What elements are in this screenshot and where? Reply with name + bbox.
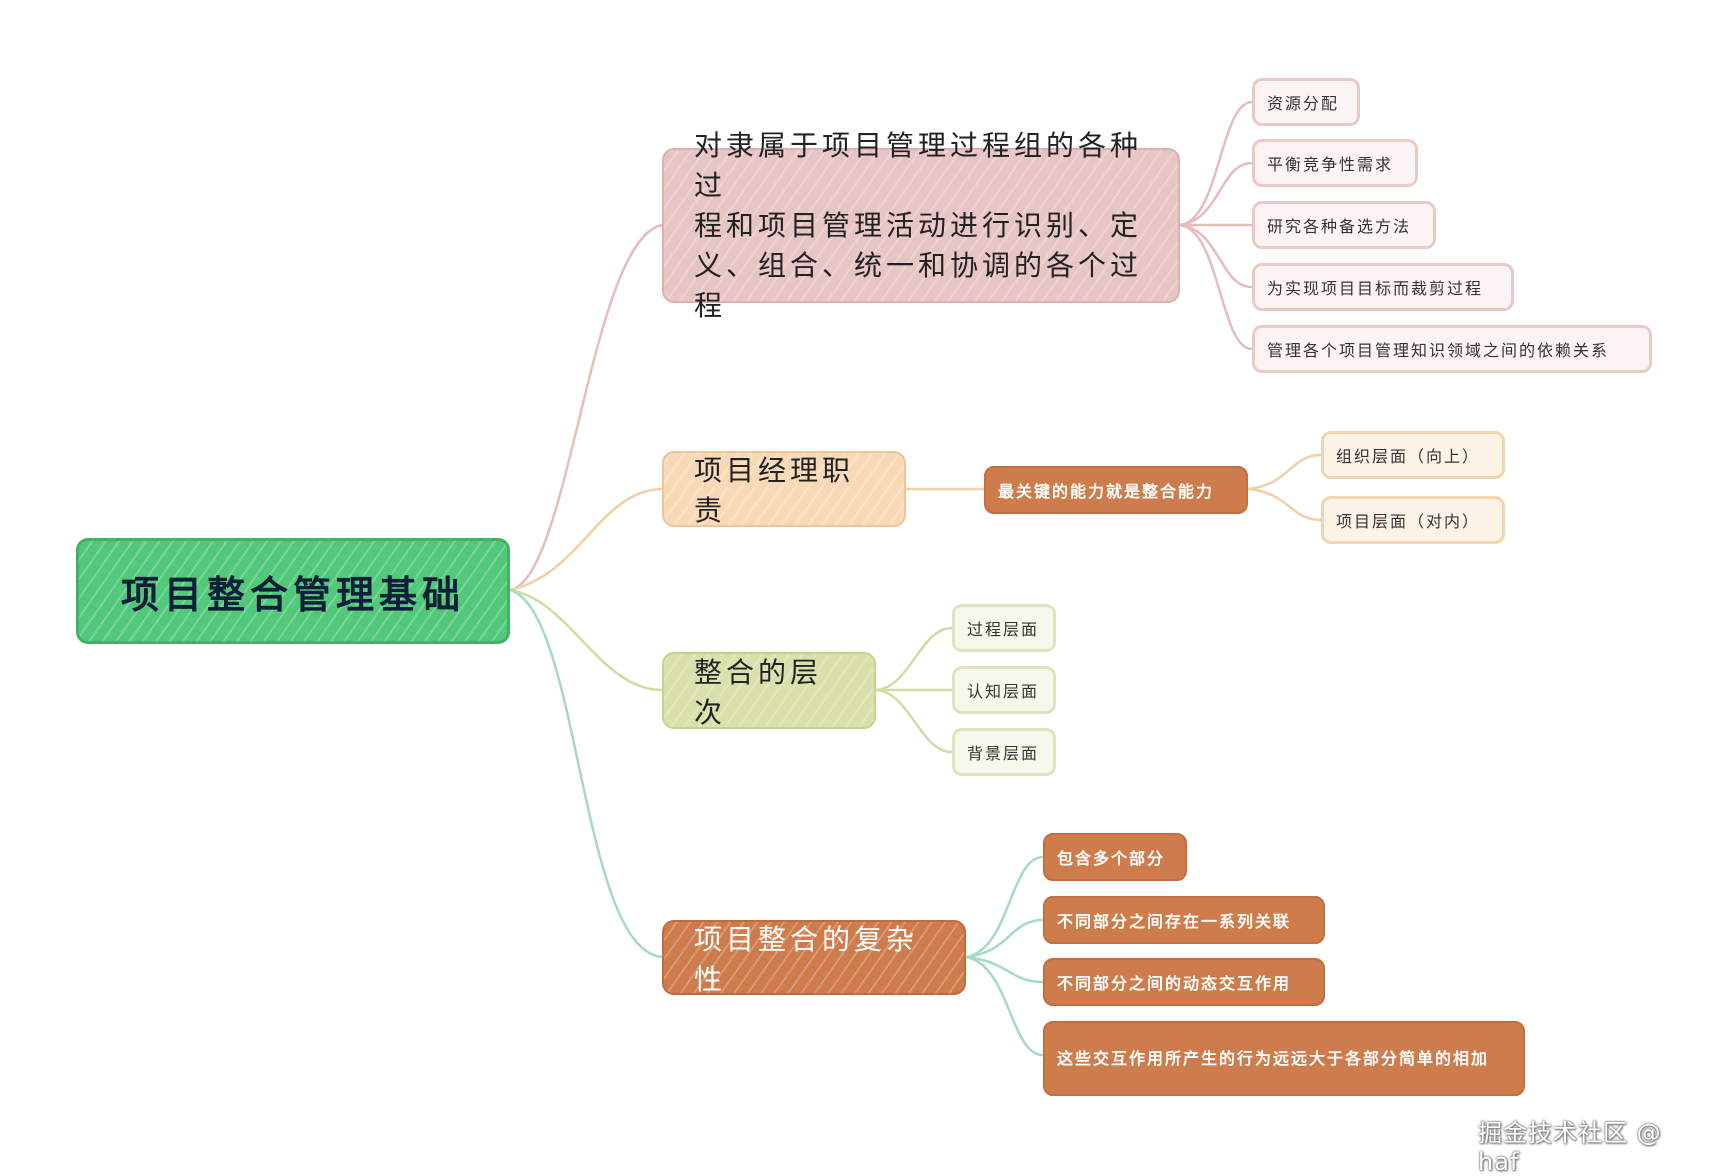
leaf-label: 组织层面（向上） — [1336, 447, 1481, 466]
leaf-label: 平衡竞争性需求 — [1267, 155, 1394, 174]
leaf-label: 研究各种备选方法 — [1267, 217, 1412, 236]
leaf-manage-dependencies[interactable]: 管理各个项目管理知识领域之间的依赖关系 — [1252, 325, 1652, 373]
connector-mid-leaf-2 — [1246, 487, 1323, 522]
leaf-tailor-processes[interactable]: 为实现项目目标而裁剪过程 — [1252, 263, 1514, 311]
leaf-label: 不同部分之间的动态交互作用 — [1057, 974, 1292, 993]
leaf-label: 为实现项目目标而裁剪过程 — [1267, 279, 1484, 298]
root-label: 项目整合管理基础 — [120, 572, 465, 617]
leaf-multiple-parts[interactable]: 包含多个部分 — [1043, 833, 1187, 881]
intermediate-node-key-capability[interactable]: 最关键的能力就是整合能力 — [984, 466, 1248, 514]
leaf-series-of-links[interactable]: 不同部分之间存在一系列关联 — [1043, 896, 1325, 944]
leaf-label: 背景层面 — [967, 744, 1040, 763]
connector-b1-leaf-4 — [1178, 223, 1254, 289]
leaf-study-alternatives[interactable]: 研究各种备选方法 — [1252, 201, 1436, 249]
branch-node-process-identification[interactable]: 对隶属于项目管理过程组的各种过 程和项目管理活动进行识别、定 义、组合、统一和协… — [662, 129, 1180, 322]
leaf-label: 过程层面 — [967, 620, 1040, 639]
connector-b3-leaf-1 — [874, 626, 954, 692]
leaf-process-level[interactable]: 过程层面 — [952, 604, 1056, 652]
branch-1-line-1: 对隶属于项目管理过程组的各种过 — [694, 128, 1143, 202]
leaf-label: 不同部分之间存在一系列关联 — [1057, 912, 1292, 931]
leaf-label: 认知层面 — [967, 682, 1040, 701]
connector-root-branch-4 — [508, 588, 664, 959]
leaf-resource-allocation[interactable]: 资源分配 — [1252, 78, 1360, 126]
connector-root-branch-1 — [508, 223, 664, 592]
leaf-cognitive-level[interactable]: 认知层面 — [952, 666, 1056, 714]
connector-b4-leaf-1 — [964, 855, 1045, 959]
connector-b4-leaf-4 — [964, 955, 1045, 1057]
leaf-label: 资源分配 — [1267, 94, 1340, 113]
branch-1-line-2: 程和项目管理活动进行识别、定 — [694, 208, 1143, 242]
branch-2-label: 项目经理职责 — [694, 454, 855, 527]
leaf-label: 项目层面（对内） — [1336, 512, 1481, 531]
leaf-balance-demands[interactable]: 平衡竞争性需求 — [1252, 139, 1418, 187]
leaf-project-level[interactable]: 项目层面（对内） — [1321, 496, 1505, 544]
watermark: 掘金技术社区 @ haf — [1478, 1119, 1662, 1176]
connector-root-branch-3 — [508, 588, 664, 692]
connector-b4-leaf-2 — [964, 918, 1045, 959]
leaf-dynamic-interaction[interactable]: 不同部分之间的动态交互作用 — [1043, 958, 1325, 1006]
branch-3-label: 整合的层次 — [694, 655, 823, 729]
leaf-context-level[interactable]: 背景层面 — [952, 728, 1056, 776]
connector-b1-leaf-5 — [1178, 223, 1254, 351]
connector-b4-leaf-3 — [964, 955, 1045, 984]
leaf-label: 这些交互作用所产生的行为远远大于各部分简单的相加 — [1057, 1048, 1490, 1068]
connector-b1-leaf-1 — [1178, 100, 1254, 227]
branch-node-complexity[interactable]: 项目整合的复杂性 — [662, 920, 966, 996]
connector-mid-leaf-1 — [1246, 453, 1323, 491]
branch-4-label: 项目整合的复杂性 — [694, 922, 919, 996]
connector-b3-leaf-3 — [874, 688, 954, 754]
branch-node-pm-responsibility[interactable]: 项目经理职责 — [662, 451, 906, 527]
leaf-label: 包含多个部分 — [1057, 849, 1166, 868]
connector-root-branch-2 — [508, 487, 664, 592]
intermediate-label: 最关键的能力就是整合能力 — [998, 482, 1215, 501]
leaf-label: 管理各个项目管理知识领域之间的依赖关系 — [1267, 341, 1610, 360]
leaf-emergent-behavior[interactable]: 这些交互作用所产生的行为远远大于各部分简单的相加 — [1043, 1021, 1525, 1096]
connector-b1-leaf-2 — [1178, 161, 1254, 227]
branch-1-line-3: 义、组合、统一和协调的各个过程 — [694, 248, 1143, 322]
root-node[interactable]: 项目整合管理基础 — [76, 538, 510, 644]
leaf-org-level[interactable]: 组织层面（向上） — [1321, 431, 1505, 479]
branch-node-integration-levels[interactable]: 整合的层次 — [662, 652, 876, 729]
